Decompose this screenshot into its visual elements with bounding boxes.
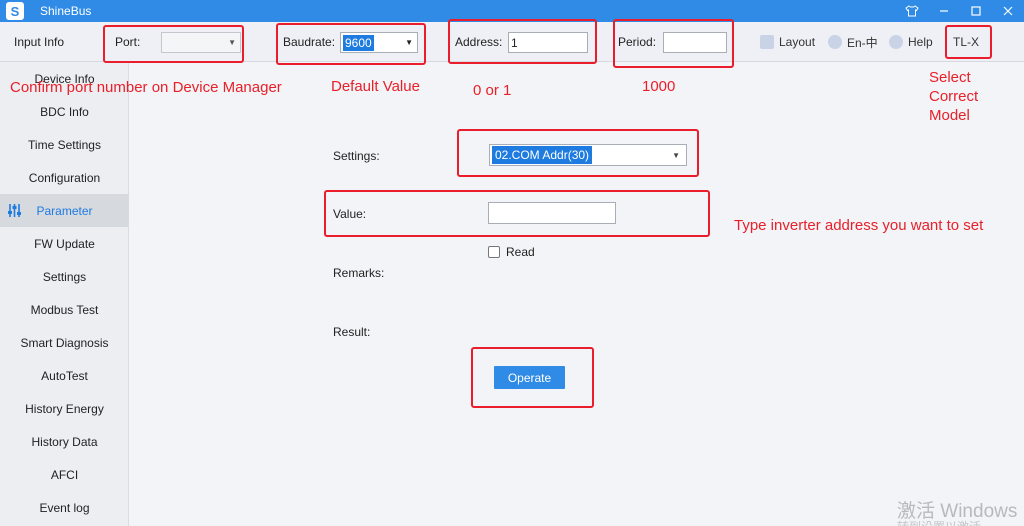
chevron-down-icon: ▼	[228, 38, 236, 47]
language-label: En-中	[847, 35, 878, 50]
annotation-address: 0 or 1	[473, 82, 512, 99]
help-icon	[889, 35, 903, 49]
help-label: Help	[908, 35, 933, 49]
sidebar-item-label: Parameter	[36, 203, 93, 218]
sidebar-item-afci[interactable]: AFCI	[0, 458, 129, 491]
period-input[interactable]	[663, 32, 727, 53]
port-highlight-box	[103, 25, 244, 63]
layout-icon	[760, 35, 774, 49]
layout-button[interactable]: Layout	[760, 22, 815, 62]
port-select[interactable]: ▼	[161, 32, 241, 53]
value-label: Value:	[333, 207, 367, 221]
period-label: Period:	[618, 35, 657, 49]
baudrate-label: Baudrate:	[283, 35, 336, 49]
sidebar-item-label: Modbus Test	[30, 302, 99, 317]
read-label: Read	[506, 245, 535, 259]
remarks-label: Remarks:	[333, 266, 385, 280]
sidebar-item-device-info[interactable]: Device Info	[0, 62, 129, 95]
model-label: TL-X	[953, 35, 980, 49]
sidebar-item-label: Device Info	[34, 71, 95, 86]
sidebar-item-label: History Data	[31, 434, 98, 449]
settings-value: 02.COM Addr(30)	[492, 146, 593, 164]
address-label: Address:	[455, 35, 503, 49]
port-label: Port:	[115, 35, 141, 49]
sidebar-item-settings[interactable]: Settings	[0, 260, 129, 293]
sidebar: Device Info BDC Info Time Settings Confi…	[0, 62, 129, 526]
settings-label: Settings:	[333, 149, 380, 163]
settings-highlight-box	[457, 129, 699, 177]
layout-label: Layout	[779, 35, 816, 49]
sidebar-item-modbus-test[interactable]: Modbus Test	[0, 293, 129, 326]
globe-icon	[828, 35, 842, 49]
operate-button[interactable]: Operate	[494, 366, 565, 389]
read-checkbox[interactable]	[488, 246, 500, 258]
sidebar-item-history-data[interactable]: History Data	[0, 425, 129, 458]
input-info-label: Input Info	[14, 35, 65, 49]
sidebar-item-label: Time Settings	[28, 137, 101, 152]
sidebar-item-event-log[interactable]: Event log	[0, 491, 129, 524]
sidebar-item-smart-diagnosis[interactable]: Smart Diagnosis	[0, 326, 129, 359]
sidebar-item-label: Settings	[42, 269, 87, 284]
value-highlight-box	[324, 190, 710, 237]
operate-highlight-box	[471, 347, 594, 408]
sidebar-item-parameter[interactable]: Parameter	[0, 194, 129, 227]
sidebar-item-history-energy[interactable]: History Energy	[0, 392, 129, 425]
window-controls	[896, 0, 1024, 22]
title-bar: S ShineBus	[0, 0, 1024, 22]
sidebar-item-label: Event log	[39, 500, 90, 515]
sidebar-item-label: FW Update	[34, 236, 95, 251]
baudrate-highlight-box	[276, 23, 426, 65]
result-label: Result:	[333, 325, 371, 339]
annotation-value: Type inverter address you want to set	[734, 217, 984, 234]
sidebar-item-bdc-info[interactable]: BDC Info	[0, 95, 129, 128]
help-button[interactable]: Help	[889, 22, 933, 62]
sidebar-item-autotest[interactable]: AutoTest	[0, 359, 129, 392]
close-button[interactable]	[992, 0, 1024, 22]
sidebar-item-label: Configuration	[28, 170, 101, 185]
sidebar-item-label: AutoTest	[41, 368, 88, 383]
baudrate-value: 9600	[343, 34, 374, 51]
value-input[interactable]	[488, 202, 616, 224]
address-input[interactable]: 1	[508, 32, 588, 53]
model-highlight-box	[945, 25, 992, 59]
baudrate-select[interactable]: 9600 ▼	[340, 32, 418, 53]
period-highlight-box	[613, 19, 734, 68]
sidebar-item-label: AFCI	[50, 467, 79, 482]
annotation-period: 1000	[642, 78, 676, 95]
sidebar-item-time-settings[interactable]: Time Settings	[0, 128, 129, 161]
sidebar-item-label: Smart Diagnosis	[20, 335, 109, 350]
model-select[interactable]: TL-X	[953, 22, 979, 62]
sidebar-item-fw-update[interactable]: FW Update	[0, 227, 129, 260]
app-title: ShineBus	[40, 4, 92, 18]
address-highlight-box	[448, 19, 597, 64]
sidebar-item-label: History Energy	[25, 401, 104, 416]
chevron-down-icon: ▼	[405, 38, 413, 47]
annotation-port: Confirm port number on Device Manager	[10, 79, 282, 96]
sidebar-item-label: BDC Info	[40, 104, 89, 119]
settings-select[interactable]: 02.COM Addr(30) ▼	[489, 144, 687, 166]
app-logo-icon: S	[6, 2, 24, 20]
toolbar: Input Info Port: ▼ Baudrate: 9600 ▼ Addr…	[0, 22, 1024, 62]
sliders-icon	[8, 204, 21, 217]
skin-icon[interactable]	[896, 0, 928, 22]
minimize-button[interactable]	[928, 0, 960, 22]
annotation-baudrate: Default Value	[331, 78, 420, 95]
chevron-down-icon: ▼	[672, 151, 680, 160]
windows-activation-subtext: 转到设置以激活 Windows	[897, 518, 1024, 526]
language-button[interactable]: En-中	[828, 22, 878, 62]
annotation-model: Select Correct Model	[929, 69, 979, 124]
sidebar-item-configuration[interactable]: Configuration	[0, 161, 129, 194]
maximize-button[interactable]	[960, 0, 992, 22]
windows-activation-watermark: 激活 Windows	[897, 501, 1018, 522]
